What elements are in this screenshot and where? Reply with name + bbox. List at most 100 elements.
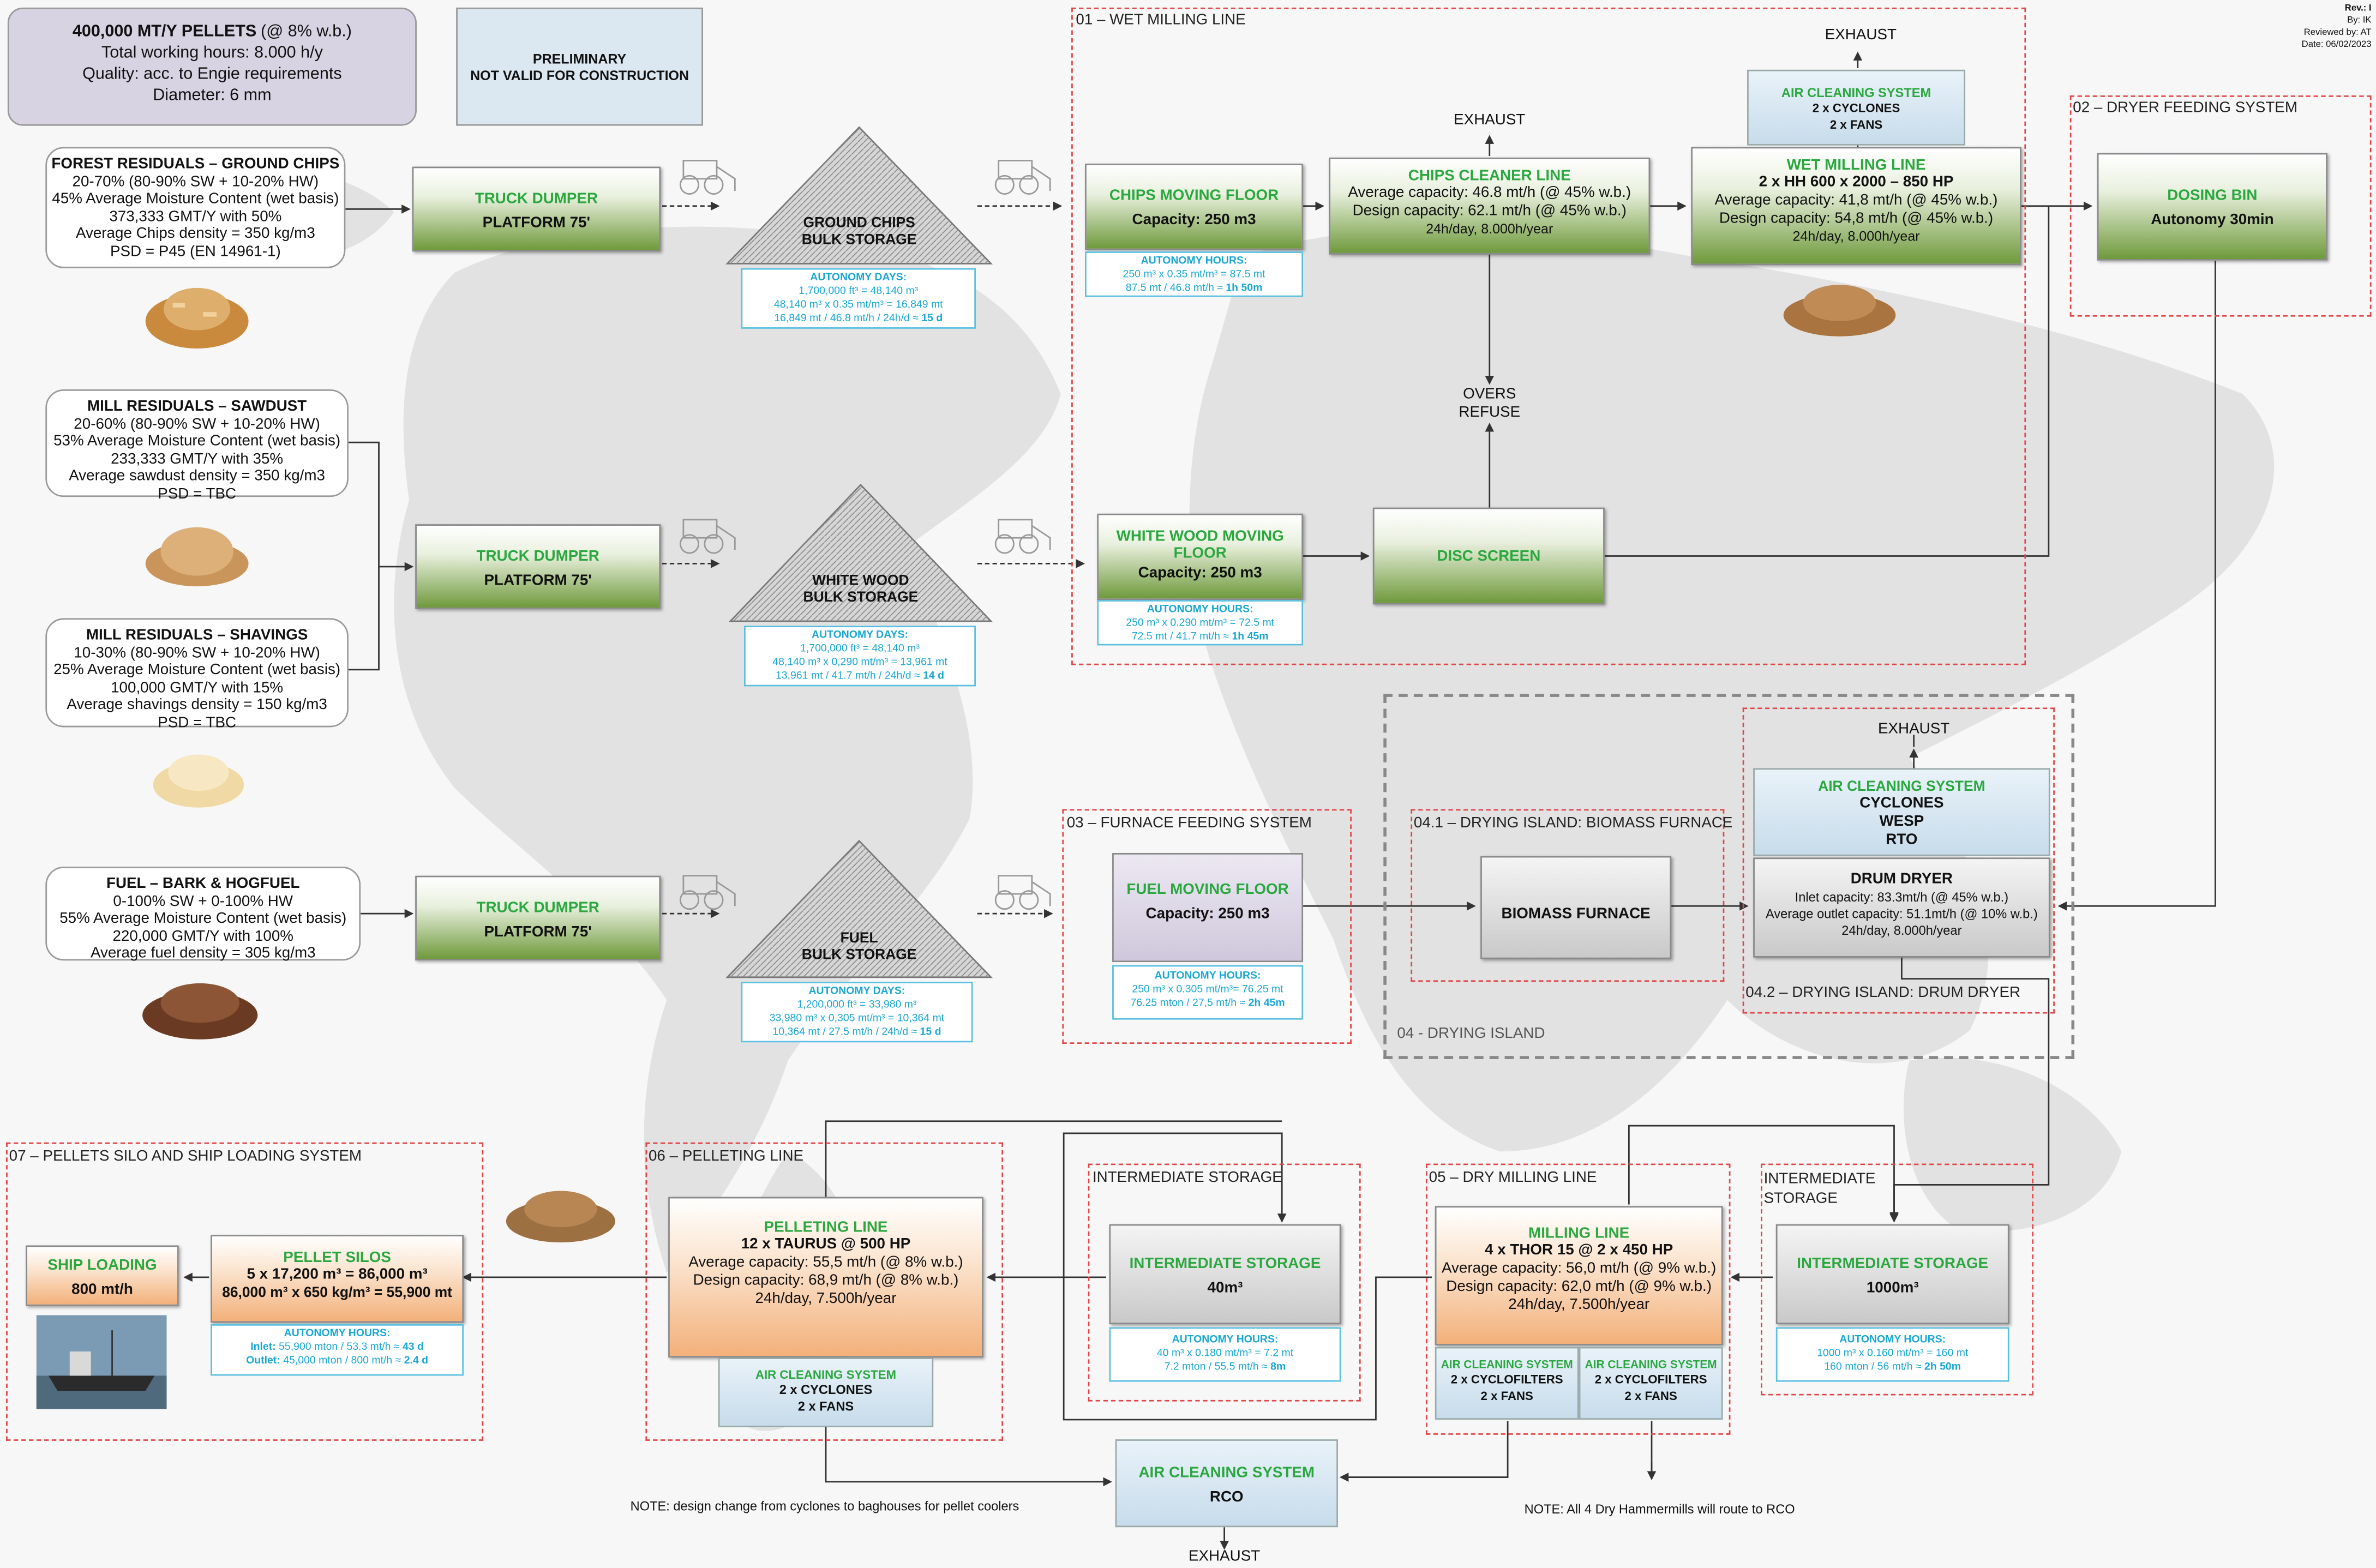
auto-title: AUTONOMY DAYS: — [808, 986, 905, 997]
dumper-sub: PLATFORM 75' — [484, 573, 592, 590]
auto-line: 72.5 mt / 41.7 mt/h ≈ — [1131, 632, 1232, 642]
intermediate-storage-40: INTERMEDIATE STORAGE 40m³ — [1109, 1224, 1341, 1324]
node-line: 2 x HH 600 x 2000 – 850 HP — [1759, 174, 1954, 191]
node-title: FLOOR — [1173, 545, 1227, 562]
auto-line: 160 mton / 56 mt/h ≈ — [1824, 1362, 1925, 1373]
diameter: Diameter: 6 mm — [153, 86, 272, 105]
white-wood-pile — [728, 483, 993, 622]
silos-autonomy: AUTONOMY HOURS: Inlet: 55,900 mton / 53.… — [211, 1324, 464, 1376]
note-hammermills: NOTE: All 4 Dry Hammermills will route t… — [1524, 1501, 1795, 1517]
source-line: 220,000 GMT/Y with 100% — [112, 928, 293, 945]
auto-line: 76.25 mton / 27,5 mt/h ≈ — [1130, 998, 1249, 1010]
section-label: 07 – PELLETS SILO AND SHIP LOADING SYSTE… — [9, 1148, 362, 1166]
source-line: 0-100% SW + 0-100% HW — [113, 893, 293, 910]
pile-autonomy: AUTONOMY DAYS: 1,700,000 ft³ = 48,140 m³… — [743, 626, 976, 687]
section-silo-ship — [6, 1142, 484, 1441]
auto-line: 1000 m³ x 0.160 mt/m³ = 160 mt — [1817, 1348, 1969, 1359]
dry-milling-line: MILLING LINE 4 x THOR 15 @ 2 x 450 HP Av… — [1435, 1206, 1723, 1345]
dry-air-cleaning-1: AIR CLEANING SYSTEM 2 x CYCLOFILTERS 2 x… — [1435, 1347, 1579, 1420]
section-furnace-feeding — [1062, 809, 1352, 1044]
inter-store1-autonomy: AUTONOMY HOURS: 1000 m³ x 0.160 mt/m³ = … — [1775, 1327, 2009, 1382]
auto-bold: 2h 50m — [1924, 1362, 1961, 1373]
bark-image — [142, 983, 258, 1040]
fuel-floor-autonomy: AUTONOMY HOURS: 250 m³ x 0.305 mt/m³= 76… — [1112, 965, 1304, 1020]
section-label: 02 – DRYER FEEDING SYSTEM — [2073, 100, 2298, 117]
node-sub: Autonomy 30min — [2151, 212, 2274, 229]
source-title: MILL RESIDUALS – SHAVINGS — [86, 627, 308, 644]
note-pellet-coolers: NOTE: design change from cyclones to bag… — [630, 1498, 1019, 1514]
node-title: CHIPS CLEANER LINE — [1408, 168, 1571, 185]
node-title: AIR CLEANING SYSTEM — [1441, 1357, 1573, 1372]
auto-line: 250 m³ x 0.35 mt/m³ = 87.5 mt — [1123, 269, 1265, 280]
pile-line2: BULK STORAGE — [801, 232, 917, 249]
chips-floor-autonomy: AUTONOMY HOURS: 250 m³ x 0.35 mt/m³ = 87… — [1085, 251, 1304, 297]
inter-store2-autonomy: AUTONOMY HOURS: 40 m³ x 0.180 mt/m³ = 7.… — [1109, 1327, 1341, 1382]
node-line: 2 x FANS — [1829, 118, 1883, 132]
source-sawdust: MILL RESIDUALS – SAWDUST 20-60% (80-90% … — [45, 389, 349, 502]
intermediate-storage-1000: INTERMEDIATE STORAGE 1000m³ — [1775, 1224, 2009, 1324]
source-forest-residuals: FOREST RESIDUALS – GROUND CHIPS 20-70% (… — [45, 147, 346, 268]
auto-bold: 14 d — [923, 671, 945, 682]
node-title: DOSING BIN — [2167, 188, 2258, 205]
pile-autonomy: AUTONOMY DAYS: 1,700,000 ft³ = 48,140 m³… — [741, 268, 976, 329]
prelim-line2: NOT VALID FOR CONSTRUCTION — [470, 68, 689, 83]
source-line: 25% Average Moisture Content (wet basis) — [53, 662, 341, 679]
node-line: 24h/day, 8.000h/year — [1792, 229, 1920, 244]
pile-line2: BULK STORAGE — [801, 947, 917, 964]
section-dryer-feeding — [2069, 95, 2372, 317]
auto-line: 48,140 m³ x 0,290 mt/m³ = 13,961 mt — [772, 657, 947, 669]
auto-bold: 8m — [1270, 1362, 1286, 1373]
auto-title: AUTONOMY HOURS: — [1172, 1335, 1279, 1345]
source-line: Average Chips density = 350 kg/m3 — [75, 225, 315, 243]
section-label: INTERMEDIATE STORAGE — [1092, 1169, 1282, 1187]
node-line: CYCLONES — [1859, 795, 1944, 813]
revision-block: Rev.: I By: IK Reviewed by: AT Date: 06/… — [2302, 3, 2372, 52]
auto-bold: 1h 50m — [1226, 283, 1263, 294]
node-title: WET MILLING LINE — [1786, 157, 1926, 175]
source-line: 45% Average Moisture Content (wet basis) — [52, 191, 339, 208]
section-label: 01 – WET MILLING LINE — [1076, 12, 1246, 29]
node-line: Average capacity: 55,5 mt/h (@ 8% w.b.) — [688, 1254, 963, 1271]
node-sub: Capacity: 250 m3 — [1132, 212, 1256, 229]
section-pelleting — [645, 1142, 1004, 1441]
dosing-bin: DOSING BIN Autonomy 30min — [2097, 153, 2328, 261]
node-line: 2 x FANS — [1624, 1389, 1677, 1403]
rco-air-cleaning: AIR CLEANING SYSTEM RCO — [1115, 1439, 1338, 1528]
fuel-moving-floor: FUEL MOVING FLOOR Capacity: 250 m3 — [1112, 853, 1304, 963]
chips-cleaner-line: CHIPS CLEANER LINE Average capacity: 46.… — [1329, 157, 1651, 255]
loader-truck-icon — [994, 875, 1051, 910]
node-line: 86,000 m³ x 650 kg/m³ = 55,900 mt — [222, 1284, 453, 1302]
auto-line: 1,700,000 ft³ = 48,140 m³ — [799, 286, 919, 297]
preliminary-stamp: PRELIMINARY NOT VALID FOR CONSTRUCTION — [456, 7, 703, 126]
node-title: AIR CLEANING SYSTEM — [1818, 778, 1985, 796]
auto-title: AUTONOMY HOURS: — [1839, 1335, 1946, 1345]
node-line: Design capacity: 62,0 mt/h (@ 9% w.b.) — [1446, 1278, 1712, 1296]
source-line: 53% Average Moisture Content (wet basis) — [53, 433, 341, 450]
node-sub: Capacity: 250 m3 — [1145, 906, 1270, 923]
node-line: Design capacity: 68,9 mt/h (@ 8% w.b.) — [693, 1272, 959, 1290]
truck-dumper-3: TRUCK DUMPER PLATFORM 75' — [415, 875, 661, 961]
dry-air-cleaning-2: AIR CLEANING SYSTEM 2 x CYCLOFILTERS 2 x… — [1579, 1347, 1723, 1420]
quality: Quality: acc. to Engie requirements — [82, 65, 342, 83]
source-line: PSD = TBC — [158, 485, 237, 502]
node-title: AIR CLEANING SYSTEM — [1781, 85, 1931, 100]
disc-screen: DISC SCREEN — [1372, 507, 1605, 605]
source-line: Average shavings density = 150 kg/m3 — [67, 696, 327, 714]
node-title: CHIPS MOVING FLOOR — [1109, 188, 1279, 205]
section-wet-milling — [1071, 7, 2026, 665]
section-dry-milling — [1426, 1163, 1731, 1435]
source-line: Average sawdust density = 350 kg/m3 — [69, 468, 326, 485]
node-title: DISC SCREEN — [1437, 548, 1541, 566]
auto-line: 48,140 m³ x 0.35 mt/m³ = 16,849 mt — [773, 300, 943, 311]
fuel-pile — [725, 839, 993, 978]
truck-dumper-1: TRUCK DUMPER PLATFORM 75' — [412, 166, 661, 252]
source-line: 10-30% (80-90% SW + 10-20% HW) — [74, 645, 320, 662]
auto-line: 1,700,000 ft³ = 48,140 m³ — [800, 644, 920, 655]
dumper-title: TRUCK DUMPER — [476, 900, 599, 917]
source-line: 373,333 GMT/Y with 50% — [109, 208, 282, 225]
auto-title: AUTONOMY DAYS: — [812, 630, 908, 641]
